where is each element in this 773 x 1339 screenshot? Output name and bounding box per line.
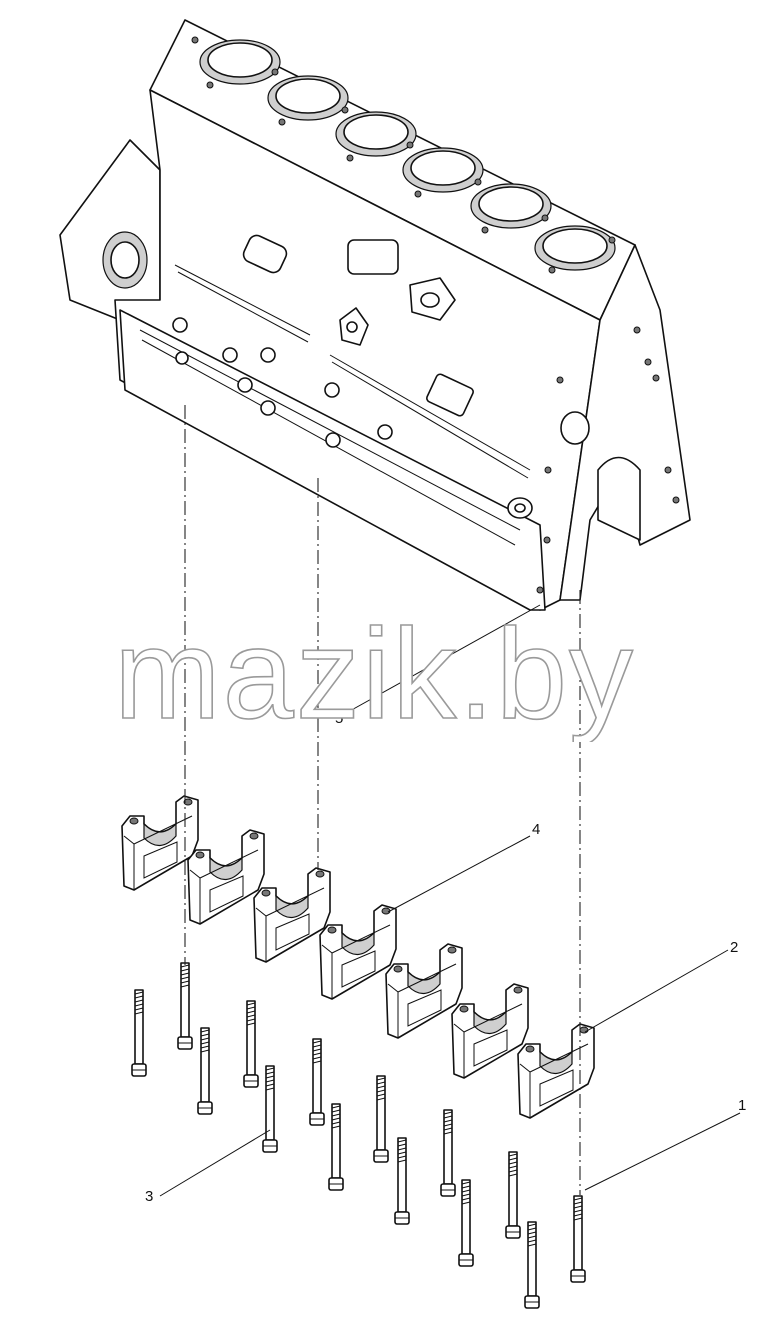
callout-1: 1 xyxy=(738,1097,746,1114)
bearing-cap-1 xyxy=(121,795,199,891)
bolt xyxy=(197,1027,213,1115)
bearing-cap-5 xyxy=(385,943,463,1039)
bolt xyxy=(394,1137,410,1225)
bearing-cap-6 xyxy=(451,983,529,1079)
bolt xyxy=(177,962,193,1050)
bearing-cap-7 xyxy=(517,1023,595,1119)
callout-4: 4 xyxy=(532,821,540,838)
bolt xyxy=(243,1000,259,1088)
bolt xyxy=(309,1038,325,1126)
callout-5: 5 xyxy=(335,710,343,727)
bolt xyxy=(131,989,147,1077)
cylinder-bores xyxy=(199,39,616,271)
callout-2: 2 xyxy=(730,939,738,956)
bolt xyxy=(328,1103,344,1191)
bolt xyxy=(373,1075,389,1163)
deck-holes xyxy=(191,36,616,274)
callouts: 1 2 3 4 5 xyxy=(145,604,746,1205)
bolt xyxy=(440,1109,456,1197)
watermark-text: mazik.by xyxy=(114,612,635,742)
bearing-cap-4 xyxy=(319,904,397,1000)
callout-3: 3 xyxy=(145,1188,153,1205)
bolt xyxy=(262,1065,278,1153)
bearing-cap-3 xyxy=(253,867,331,963)
bolt xyxy=(458,1179,474,1267)
cylinder-block xyxy=(59,19,691,611)
bearing-cap-2 xyxy=(187,829,265,925)
bolt xyxy=(505,1151,521,1239)
watermark: mazik.by xyxy=(113,612,635,742)
bolt xyxy=(524,1221,540,1309)
main-bearing-caps xyxy=(121,795,595,1119)
bolt xyxy=(570,1195,586,1283)
assembly-centerlines xyxy=(184,405,581,1195)
